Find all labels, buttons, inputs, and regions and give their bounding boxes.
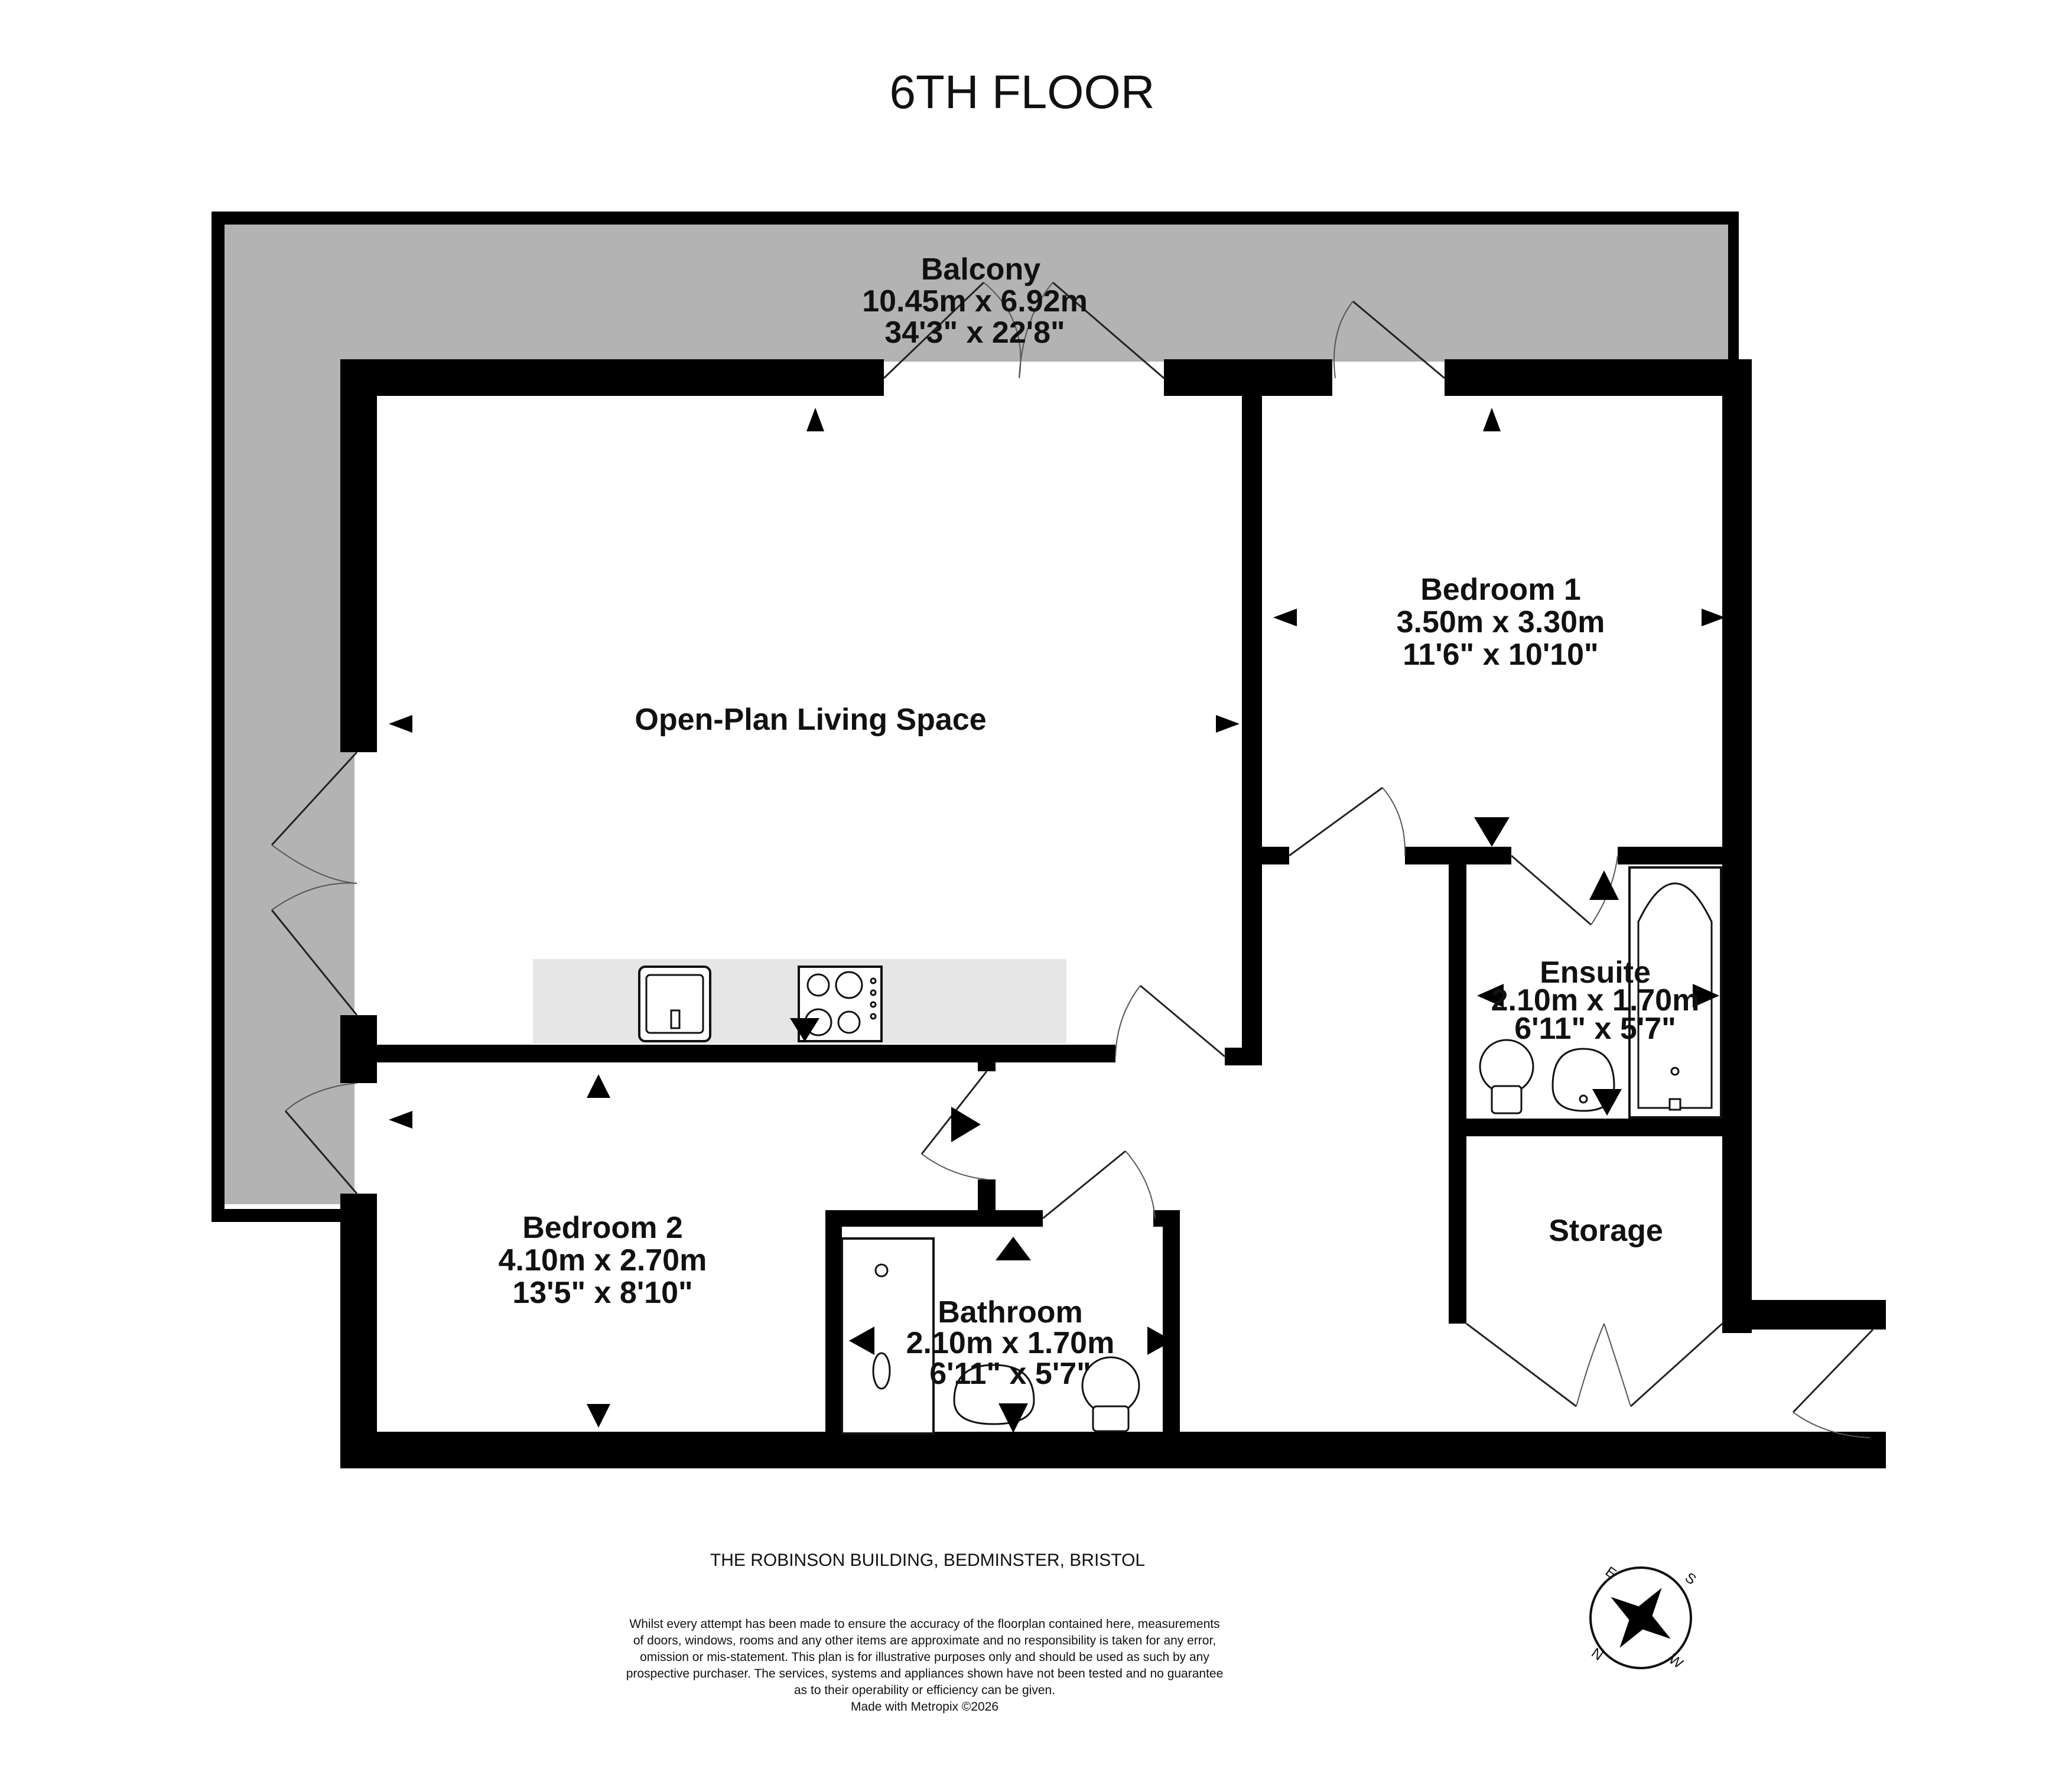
living-name: Open-Plan Living Space bbox=[635, 703, 986, 737]
living-arrow-top bbox=[806, 408, 824, 431]
bedroom1-balcony-door bbox=[1352, 300, 1445, 379]
storage-door-right bbox=[1629, 1322, 1723, 1408]
ensuite-arrow-bottom bbox=[1592, 1089, 1622, 1116]
ensuite-name: Ensuite bbox=[1540, 955, 1651, 990]
walls bbox=[340, 359, 1886, 1468]
disclaimer-line: prospective purchaser. The services, sys… bbox=[626, 1667, 1224, 1681]
bathroom-imperial: 6'11" x 5'7" bbox=[929, 1357, 1091, 1391]
bathroom-metric: 2.10m x 1.70m bbox=[906, 1326, 1115, 1360]
floor-title: 6TH FLOOR bbox=[890, 66, 1155, 118]
bathroom-arrow-top bbox=[996, 1237, 1031, 1260]
living-door bbox=[1140, 984, 1225, 1058]
disclaimer-line: Made with Metropix ©2026 bbox=[851, 1700, 998, 1714]
ensuite-door bbox=[1511, 854, 1592, 926]
ensuite-arrow-top bbox=[1589, 870, 1619, 900]
disclaimer-line: omission or mis-statement. This plan is … bbox=[640, 1650, 1209, 1664]
kitchen-hob bbox=[798, 966, 883, 1042]
bathroom-arrow-left bbox=[849, 1327, 874, 1355]
bedroom1-metric: 3.50m x 3.30m bbox=[1397, 605, 1605, 639]
bedroom2-arrow-bottom bbox=[587, 1404, 610, 1428]
living-arrow-bottom bbox=[790, 1018, 819, 1042]
compass-rose-icon: N E S W bbox=[1588, 1564, 1699, 1672]
ensuite-arrow-left bbox=[1477, 984, 1504, 1007]
bedroom1-arrow-right bbox=[1702, 609, 1725, 626]
bedroom2-arrow-top bbox=[587, 1074, 610, 1098]
balcony-name: Balcony bbox=[921, 252, 1040, 287]
living-balcony-door-upper bbox=[271, 751, 358, 846]
bedroom1-imperial: 11'6" x 10'10" bbox=[1403, 638, 1598, 672]
bedroom1-arrow-left bbox=[1273, 609, 1297, 626]
living-arrow-left bbox=[389, 715, 412, 733]
bedroom1-name: Bedroom 1 bbox=[1420, 573, 1581, 607]
bathroom-door bbox=[1042, 1150, 1126, 1220]
ensuite-metric: 2.10m x 1.70m bbox=[1491, 983, 1700, 1018]
disclaimer-line: as to their operability or efficiency ca… bbox=[794, 1683, 1055, 1697]
bedroom2-arrow-left bbox=[389, 1111, 412, 1129]
bedroom2-name: Bedroom 2 bbox=[522, 1211, 683, 1245]
compass-s: S bbox=[1682, 1569, 1699, 1588]
storage-door-left bbox=[1466, 1322, 1577, 1408]
address-line: THE ROBINSON BUILDING, BEDMINSTER, BRIST… bbox=[710, 1551, 1145, 1570]
bathroom-shower bbox=[841, 1237, 935, 1435]
balcony-area bbox=[212, 212, 1739, 1222]
bedroom1-arrow-bottom bbox=[1474, 817, 1510, 847]
disclaimer: Whilst every attempt has been made to en… bbox=[626, 1617, 1224, 1714]
bedroom2-metric: 4.10m x 2.70m bbox=[499, 1243, 707, 1278]
disclaimer-line: Whilst every attempt has been made to en… bbox=[629, 1617, 1219, 1631]
balcony-door-right bbox=[1052, 281, 1165, 379]
entrance-door bbox=[1792, 1328, 1874, 1413]
ensuite-toilet bbox=[1479, 1039, 1534, 1114]
bedroom1-door bbox=[1289, 786, 1383, 857]
bathroom-name: Bathroom bbox=[938, 1295, 1083, 1330]
bedroom2-arrow-right bbox=[951, 1107, 981, 1142]
bedroom1-arrow-top bbox=[1483, 408, 1501, 431]
dimension-arrows bbox=[389, 408, 1725, 1433]
living-balcony-door-lower bbox=[271, 909, 358, 1016]
balcony-door-left bbox=[883, 281, 985, 379]
kitchen-sink bbox=[638, 966, 711, 1042]
compass-w: W bbox=[1666, 1651, 1686, 1672]
room-labels: Balcony 10.45m x 6.92m 34'3" x 22'8" Ope… bbox=[499, 252, 1700, 1391]
bedroom2-imperial: 13'5" x 8'10" bbox=[512, 1276, 692, 1310]
storage-name: Storage bbox=[1549, 1214, 1663, 1248]
ensuite-imperial: 6'11" x 5'7" bbox=[1514, 1012, 1676, 1046]
balcony-imperial: 34'3" x 22'8" bbox=[884, 316, 1065, 350]
bathroom-arrow-bottom bbox=[998, 1403, 1028, 1433]
ensuite-arrow-right bbox=[1693, 984, 1719, 1007]
living-arrow-right bbox=[1216, 715, 1240, 733]
bedroom2-balcony-door bbox=[284, 1110, 358, 1194]
bathroom-arrow-right bbox=[1147, 1327, 1173, 1355]
bathroom-toilet bbox=[1081, 1356, 1140, 1432]
balcony-metric: 10.45m x 6.92m bbox=[862, 284, 1088, 318]
disclaimer-line: of doors, windows, rooms and any other i… bbox=[633, 1634, 1216, 1647]
compass-n: N bbox=[1588, 1645, 1606, 1664]
